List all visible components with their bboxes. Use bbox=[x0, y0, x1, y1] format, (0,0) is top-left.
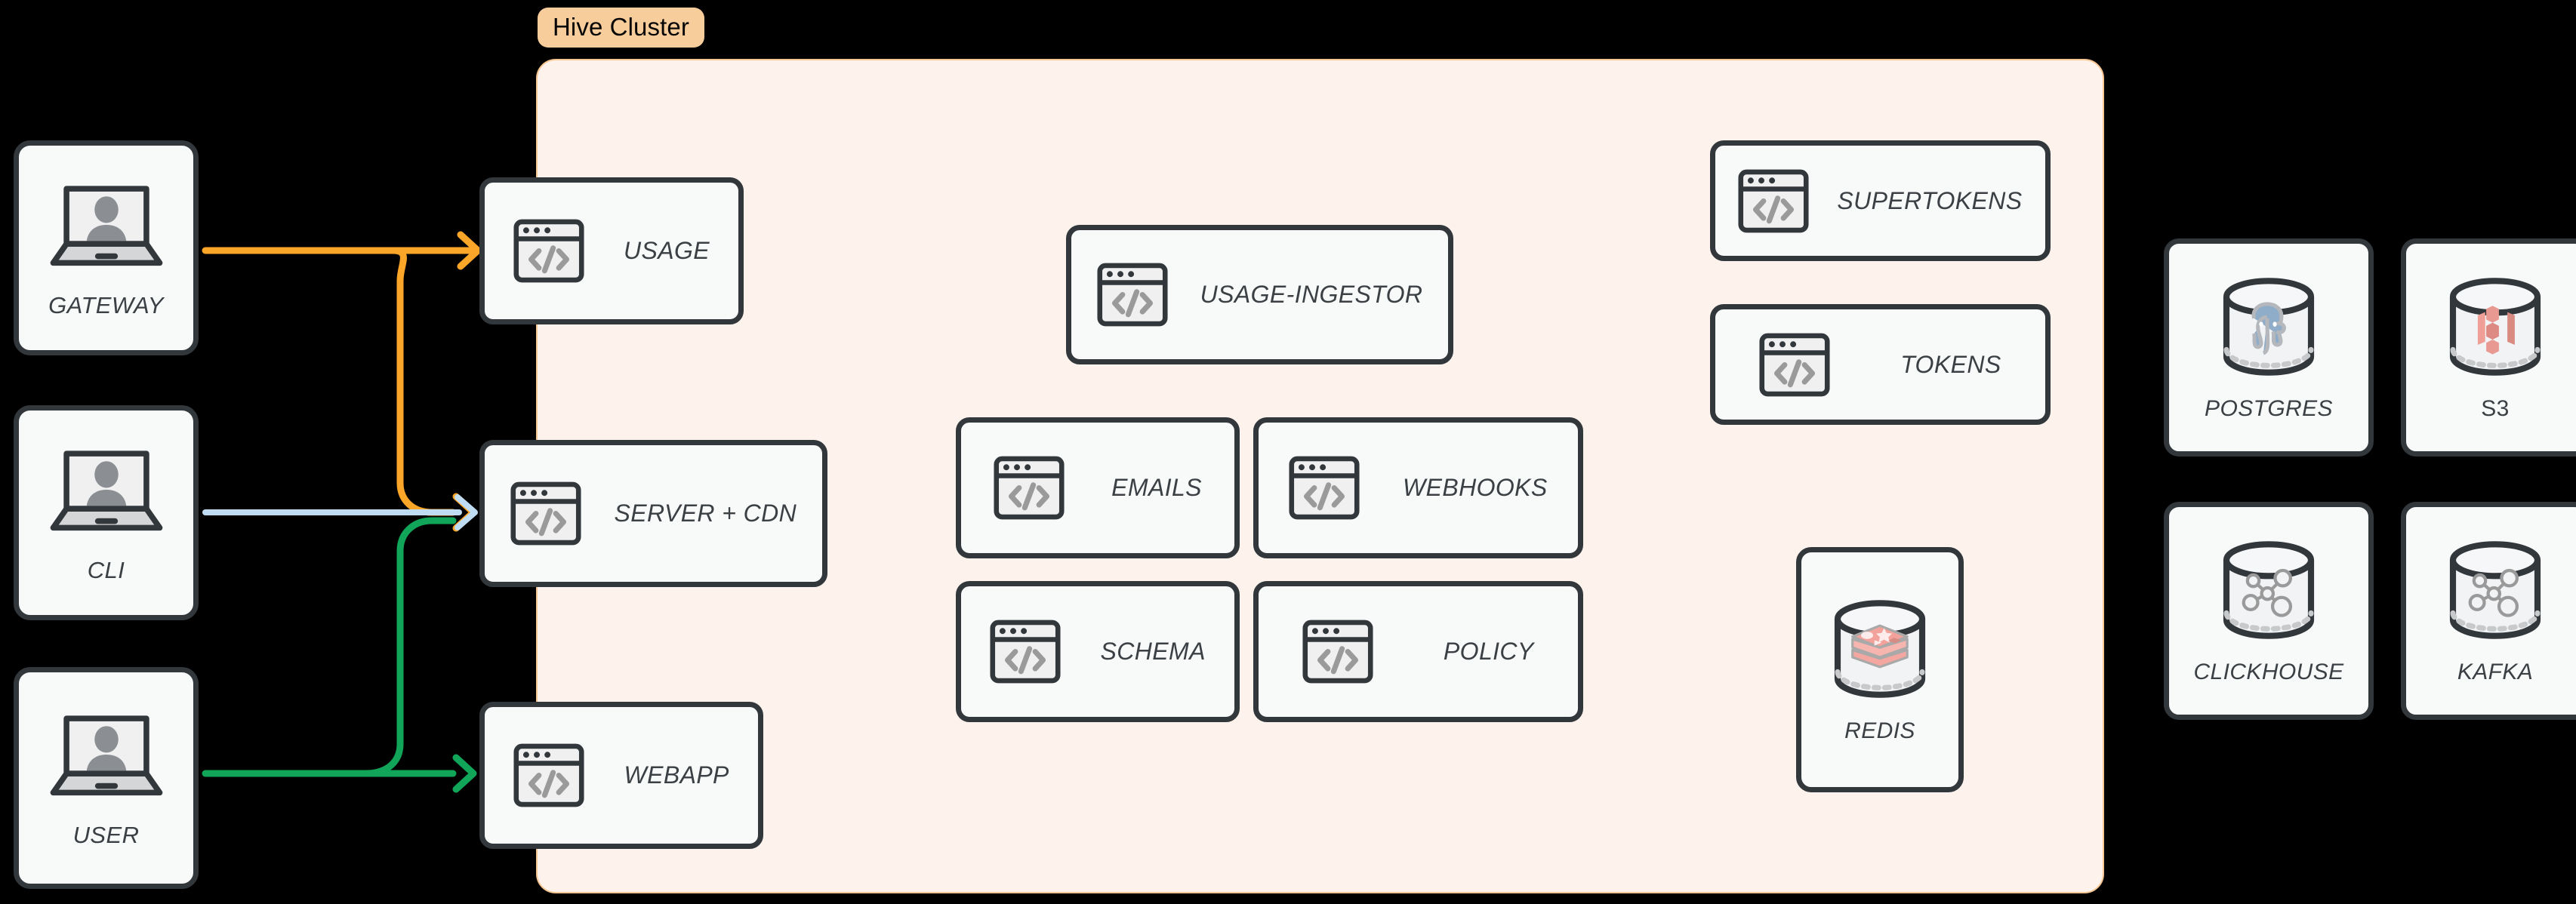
laptop-user-icon bbox=[49, 442, 164, 537]
service-node-emails[interactable]: EMAILS bbox=[956, 417, 1240, 558]
service-label-server-cdn: SERVER + CDN bbox=[614, 500, 797, 527]
client-node-cli[interactable]: CLI bbox=[14, 405, 199, 620]
code-window-icon bbox=[1738, 169, 1809, 233]
store-node-redis[interactable]: REDIS bbox=[1796, 547, 1964, 792]
store-node-postgres[interactable]: POSTGRES bbox=[2164, 238, 2374, 457]
service-label-schema: SCHEMA bbox=[1100, 638, 1206, 665]
redis-cylinder-icon bbox=[1827, 596, 1933, 702]
store-node-kafka[interactable]: KAFKA bbox=[2401, 502, 2576, 720]
store-label-kafka: KAFKA bbox=[2457, 659, 2534, 684]
service-node-policy[interactable]: POLICY bbox=[1253, 581, 1583, 722]
code-window-icon bbox=[513, 743, 584, 807]
service-label-tokens: TOKENS bbox=[1900, 350, 2001, 378]
code-window-icon bbox=[990, 620, 1061, 684]
hive-cluster-label: Hive Cluster bbox=[538, 8, 704, 48]
client-label-gateway: GATEWAY bbox=[48, 291, 164, 318]
service-label-supertokens: SUPERTOKENS bbox=[1837, 186, 2023, 214]
store-label-s3: S3 bbox=[2481, 395, 2510, 421]
store-label-clickhouse: CLICKHOUSE bbox=[2193, 659, 2344, 684]
service-node-supertokens[interactable]: SUPERTOKENS bbox=[1710, 140, 2051, 261]
store-label-redis: REDIS bbox=[1844, 718, 1915, 743]
service-node-webhooks[interactable]: WEBHOOKS bbox=[1253, 417, 1583, 558]
client-label-user: USER bbox=[72, 822, 140, 848]
service-node-webapp[interactable]: WEBAPP bbox=[479, 702, 763, 849]
service-label-webhooks: WEBHOOKS bbox=[1402, 474, 1548, 501]
store-label-postgres: POSTGRES bbox=[2205, 395, 2333, 421]
edge-cli-server-cdn bbox=[202, 494, 478, 530]
store-node-s3[interactable]: S3 bbox=[2401, 238, 2576, 457]
service-label-webapp: WEBAPP bbox=[624, 761, 729, 789]
s3-cylinder-icon bbox=[2442, 274, 2548, 380]
edge-user-server-cdn bbox=[362, 517, 457, 777]
laptop-user-icon bbox=[49, 707, 164, 802]
code-window-icon bbox=[513, 219, 584, 283]
graph-cylinder-icon bbox=[2216, 537, 2322, 643]
store-node-clickhouse[interactable]: CLICKHOUSE bbox=[2164, 502, 2374, 720]
code-window-icon bbox=[510, 481, 581, 546]
service-node-schema[interactable]: SCHEMA bbox=[956, 581, 1240, 722]
code-window-icon bbox=[1097, 263, 1168, 327]
edge-gateway-server-cdn bbox=[389, 247, 477, 532]
service-node-usage[interactable]: USAGE bbox=[479, 177, 744, 324]
client-node-gateway[interactable]: GATEWAY bbox=[14, 140, 199, 355]
edge-user-webapp bbox=[202, 754, 477, 793]
service-label-usage: USAGE bbox=[623, 237, 710, 264]
postgres-cylinder-icon bbox=[2216, 274, 2322, 380]
code-window-icon bbox=[1759, 333, 1830, 397]
code-window-icon bbox=[994, 456, 1065, 520]
code-window-icon bbox=[1289, 456, 1360, 520]
service-node-server-cdn[interactable]: SERVER + CDN bbox=[479, 440, 827, 587]
code-window-icon bbox=[1302, 620, 1373, 684]
client-label-cli: CLI bbox=[87, 556, 125, 583]
edge-gateway-usage bbox=[202, 231, 482, 270]
graph-cylinder-icon bbox=[2442, 537, 2548, 643]
laptop-user-icon bbox=[49, 177, 164, 272]
service-node-usage-ingestor[interactable]: USAGE-INGESTOR bbox=[1066, 225, 1453, 364]
client-node-user[interactable]: USER bbox=[14, 667, 199, 889]
service-label-policy: POLICY bbox=[1443, 638, 1534, 665]
service-node-tokens[interactable]: TOKENS bbox=[1710, 304, 2051, 425]
service-label-usage-ingestor: USAGE-INGESTOR bbox=[1200, 281, 1423, 308]
service-label-emails: EMAILS bbox=[1111, 474, 1202, 501]
